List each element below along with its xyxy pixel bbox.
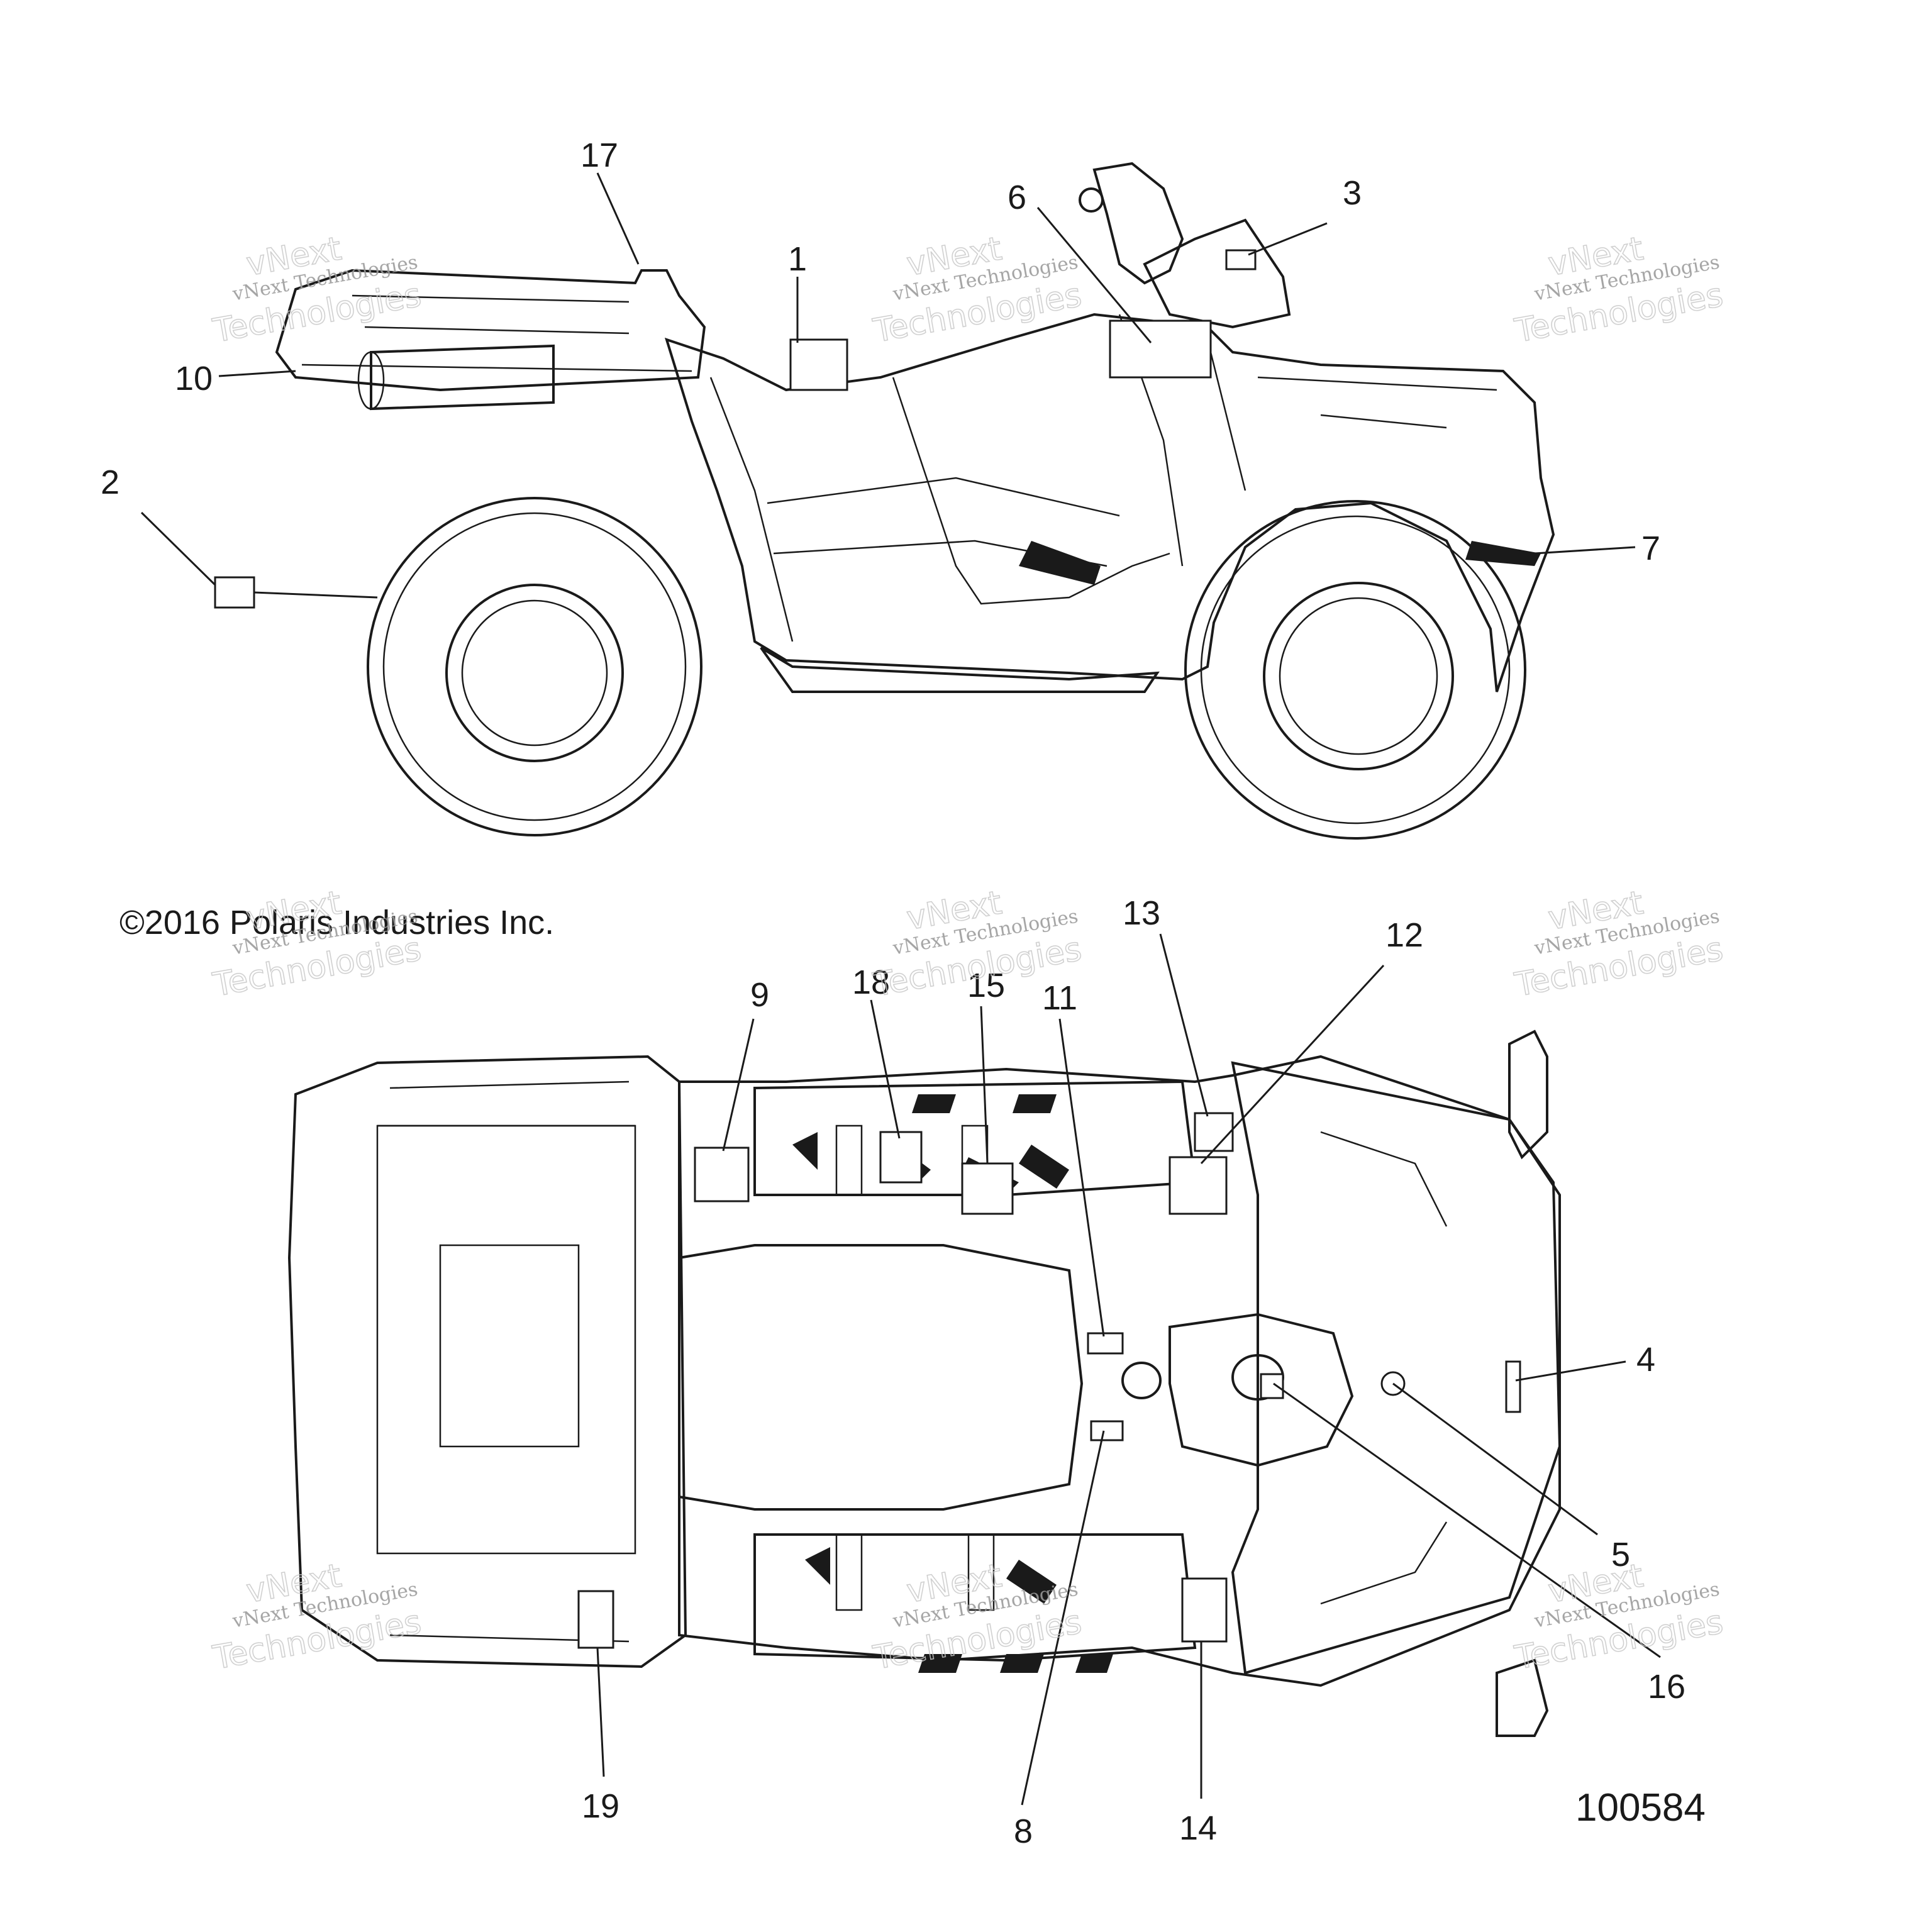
label-18 [879, 1131, 923, 1184]
callout-12: 12 [1385, 916, 1423, 954]
footwell-tread-upper [792, 1094, 1069, 1196]
label-12 [1169, 1156, 1228, 1215]
label-14 [1181, 1577, 1228, 1643]
rear-wheel [367, 497, 702, 836]
watermark-ml: vNext vNext Technologies Technologies [209, 884, 425, 1005]
callout-3: 3 [1343, 174, 1362, 212]
copyright-notice: ©2016 Polaris Industries Inc. [119, 904, 554, 941]
atv-top-view [287, 1030, 1562, 1737]
callout-10: 10 [175, 360, 213, 397]
callout-9: 9 [750, 976, 769, 1014]
label-6-side [1109, 319, 1212, 379]
callout-numbers: 1 2 3 4 5 6 7 8 9 10 11 12 13 14 15 16 1… [101, 136, 1685, 1850]
label-8 [1090, 1420, 1124, 1441]
callout-7: 7 [1641, 530, 1660, 567]
callout-17: 17 [580, 136, 618, 174]
watermark-bl: vNext vNext Technologies Technologies [209, 1557, 425, 1678]
label-1-side [789, 338, 848, 391]
footwell-tread-lower [805, 1533, 1113, 1673]
watermark-mr: vNext vNext Technologies Technologies [1511, 884, 1726, 1005]
callout-8: 8 [1014, 1813, 1033, 1850]
watermarks: vNext vNext Technologies Technologies vN… [209, 230, 1726, 1678]
callout-19: 19 [582, 1787, 619, 1825]
label-2 [214, 576, 255, 609]
label-11 [1087, 1332, 1124, 1355]
callout-13: 13 [1123, 894, 1160, 932]
callout-6: 6 [1008, 179, 1026, 216]
callout-16: 16 [1648, 1668, 1685, 1706]
watermark-bc: vNext vNext Technologies Technologies [870, 1557, 1085, 1678]
front-wheel [1184, 500, 1526, 840]
callout-2: 2 [101, 464, 119, 501]
label-9 [694, 1146, 750, 1202]
watermark-tc: vNext vNext Technologies Technologies [870, 230, 1085, 351]
callout-18: 18 [852, 963, 890, 1001]
label-15 [961, 1162, 1014, 1215]
watermark-tl: vNext vNext Technologies Technologies [209, 230, 425, 351]
callout-1: 1 [788, 240, 807, 278]
callout-15: 15 [967, 967, 1005, 1004]
leader-lines [140, 172, 1661, 1806]
drawing-number: 100584 [1575, 1786, 1706, 1829]
callout-4: 4 [1636, 1341, 1655, 1379]
label-4 [1505, 1360, 1521, 1413]
watermark-tr: vNext vNext Technologies Technologies [1511, 230, 1726, 351]
callout-14: 14 [1179, 1809, 1217, 1847]
label-19 [577, 1590, 614, 1649]
label-13 [1194, 1112, 1234, 1152]
watermark-br: vNext vNext Technologies Technologies [1511, 1557, 1726, 1678]
label-16 [1260, 1373, 1284, 1399]
callout-5: 5 [1611, 1536, 1630, 1574]
atv-side-view [214, 162, 1555, 840]
callout-11: 11 [1042, 979, 1077, 1017]
